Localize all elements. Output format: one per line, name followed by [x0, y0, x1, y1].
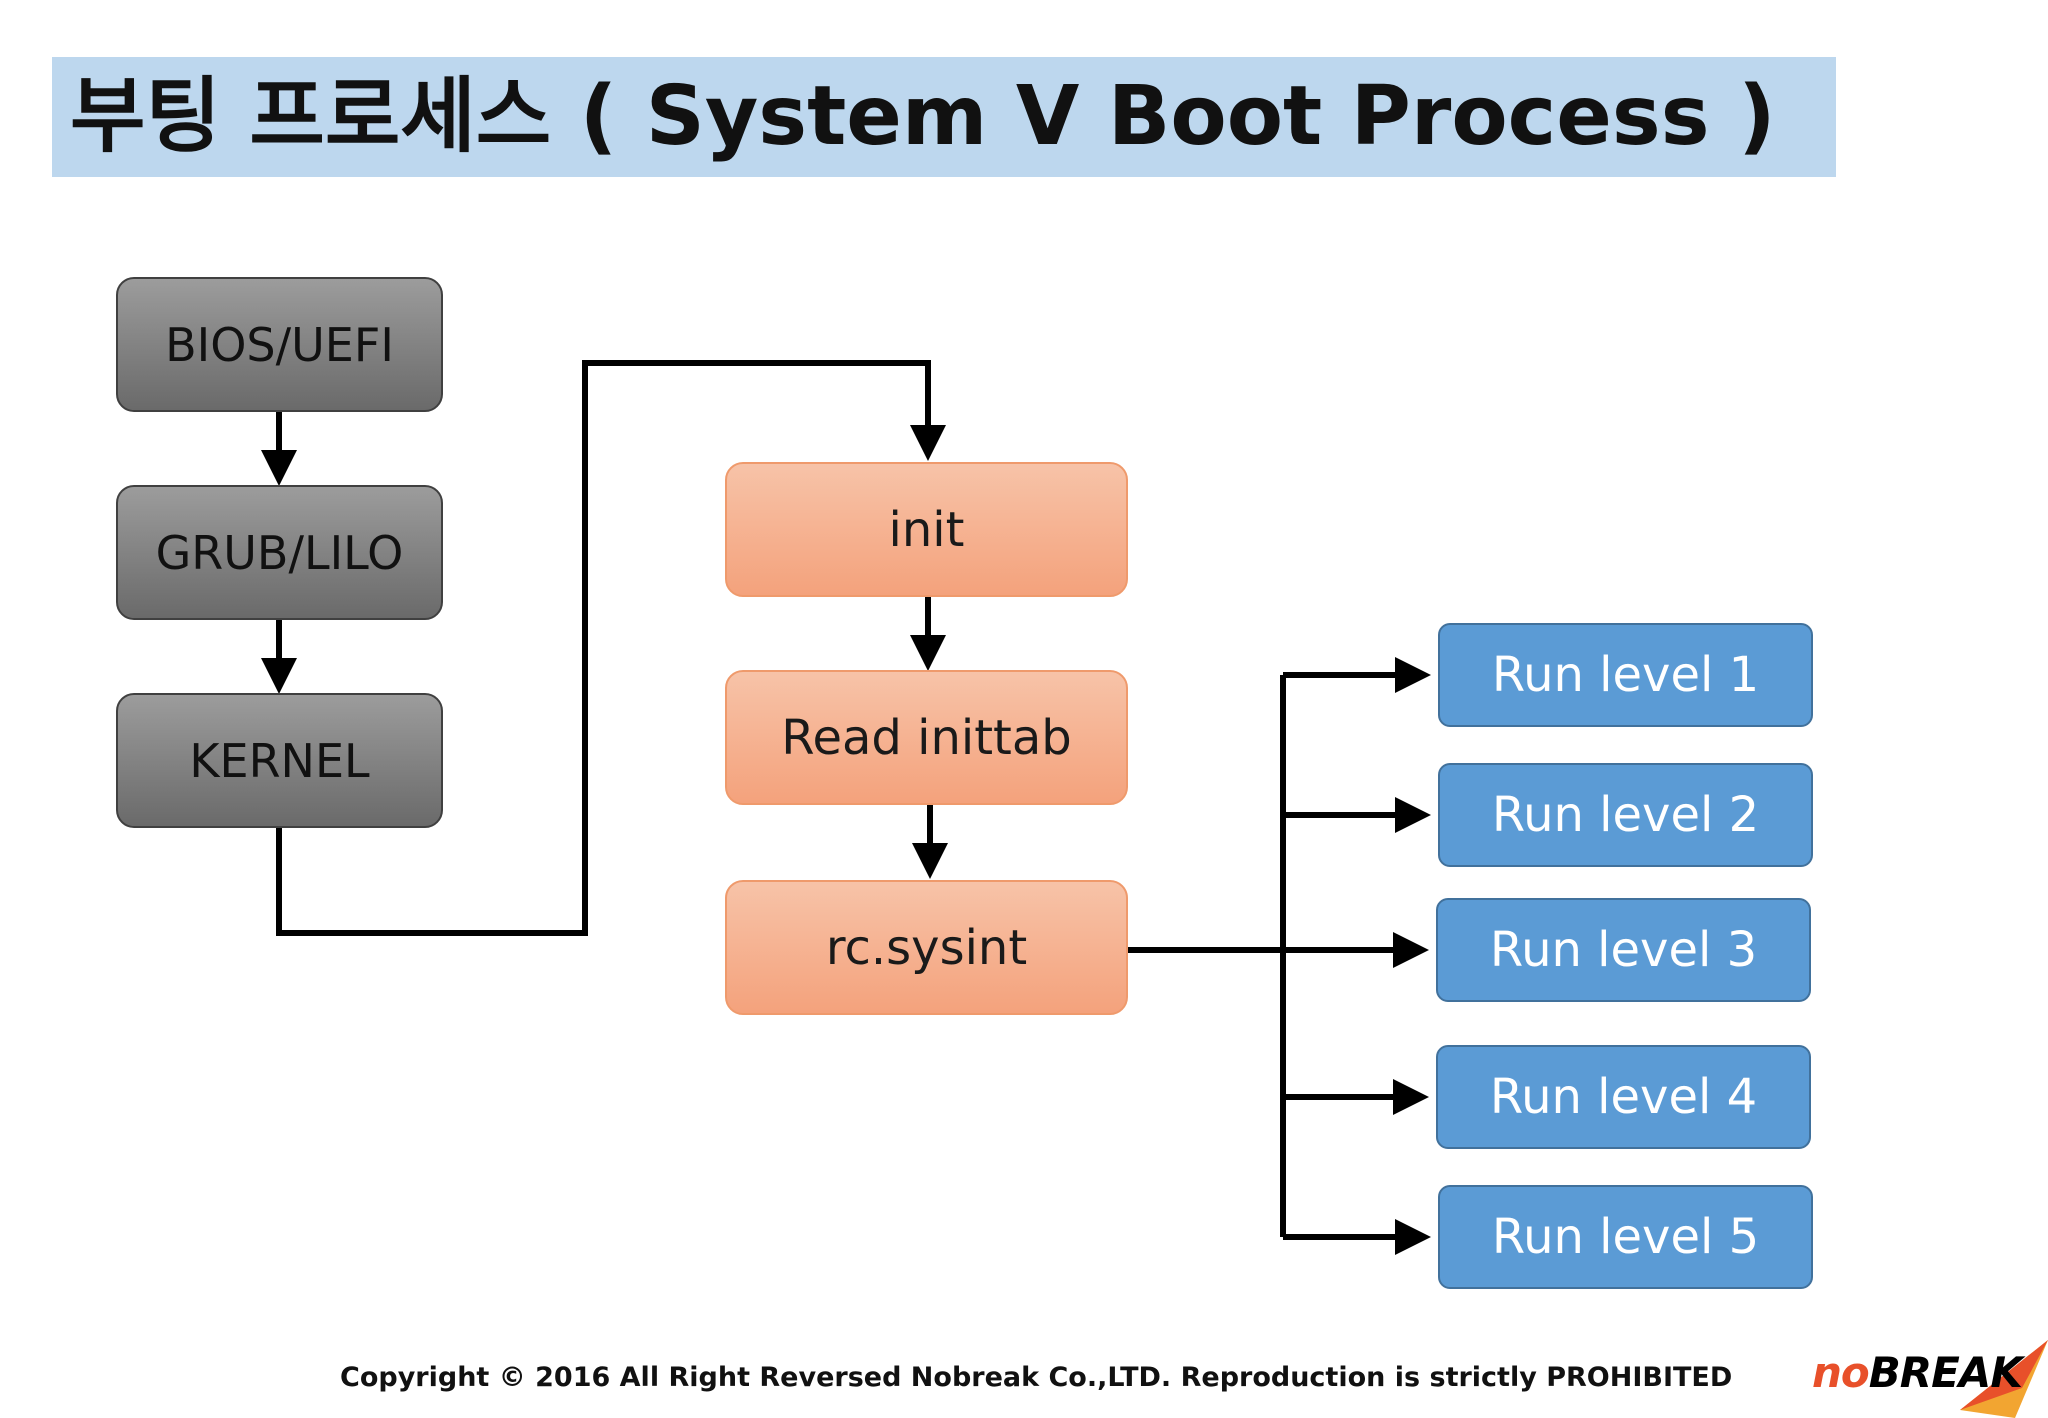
node-runlevel-1: Run level 1 [1438, 623, 1813, 727]
node-runlevel-3: Run level 3 [1436, 898, 1811, 1002]
node-label: KERNEL [189, 733, 370, 788]
copyright-notice: Copyright © 2016 All Right Reversed Nobr… [340, 1362, 1733, 1393]
node-label: Run level 1 [1491, 647, 1760, 703]
node-label: Run level 3 [1489, 922, 1758, 978]
node-label: rc.sysint [825, 919, 1028, 976]
node-read-inittab: Read inittab [725, 670, 1128, 805]
nobreak-logo: noBREAK [1810, 1340, 2048, 1418]
edge-kernel-init [276, 360, 946, 936]
node-runlevel-4: Run level 4 [1436, 1045, 1811, 1149]
node-label: Run level 2 [1491, 787, 1760, 843]
node-label: GRUB/LILO [155, 525, 404, 580]
node-kernel: KERNEL [116, 693, 443, 828]
node-runlevel-5: Run level 5 [1438, 1185, 1813, 1289]
node-label: Run level 4 [1489, 1069, 1758, 1125]
node-init: init [725, 462, 1128, 597]
logo-prefix: no [1812, 1348, 1870, 1397]
node-rc-sysinit: rc.sysint [725, 880, 1128, 1015]
node-runlevel-2: Run level 2 [1438, 763, 1813, 867]
node-grub-lilo: GRUB/LILO [116, 485, 443, 620]
node-label: Run level 5 [1491, 1209, 1760, 1265]
node-label: Read inittab [781, 709, 1072, 766]
logo-wordmark: noBREAK [1812, 1348, 2023, 1397]
node-bios-uefi: BIOS/UEFI [116, 277, 443, 412]
title-bar: 부팅 프로세스 ( System V Boot Process ) [52, 57, 1836, 177]
page-title: 부팅 프로세스 ( System V Boot Process ) [70, 69, 1776, 164]
node-label: BIOS/UEFI [165, 317, 394, 372]
node-label: init [888, 501, 965, 558]
logo-suffix: BREAK [1868, 1348, 2023, 1397]
logo-swoosh-icon [1960, 1340, 2048, 1418]
